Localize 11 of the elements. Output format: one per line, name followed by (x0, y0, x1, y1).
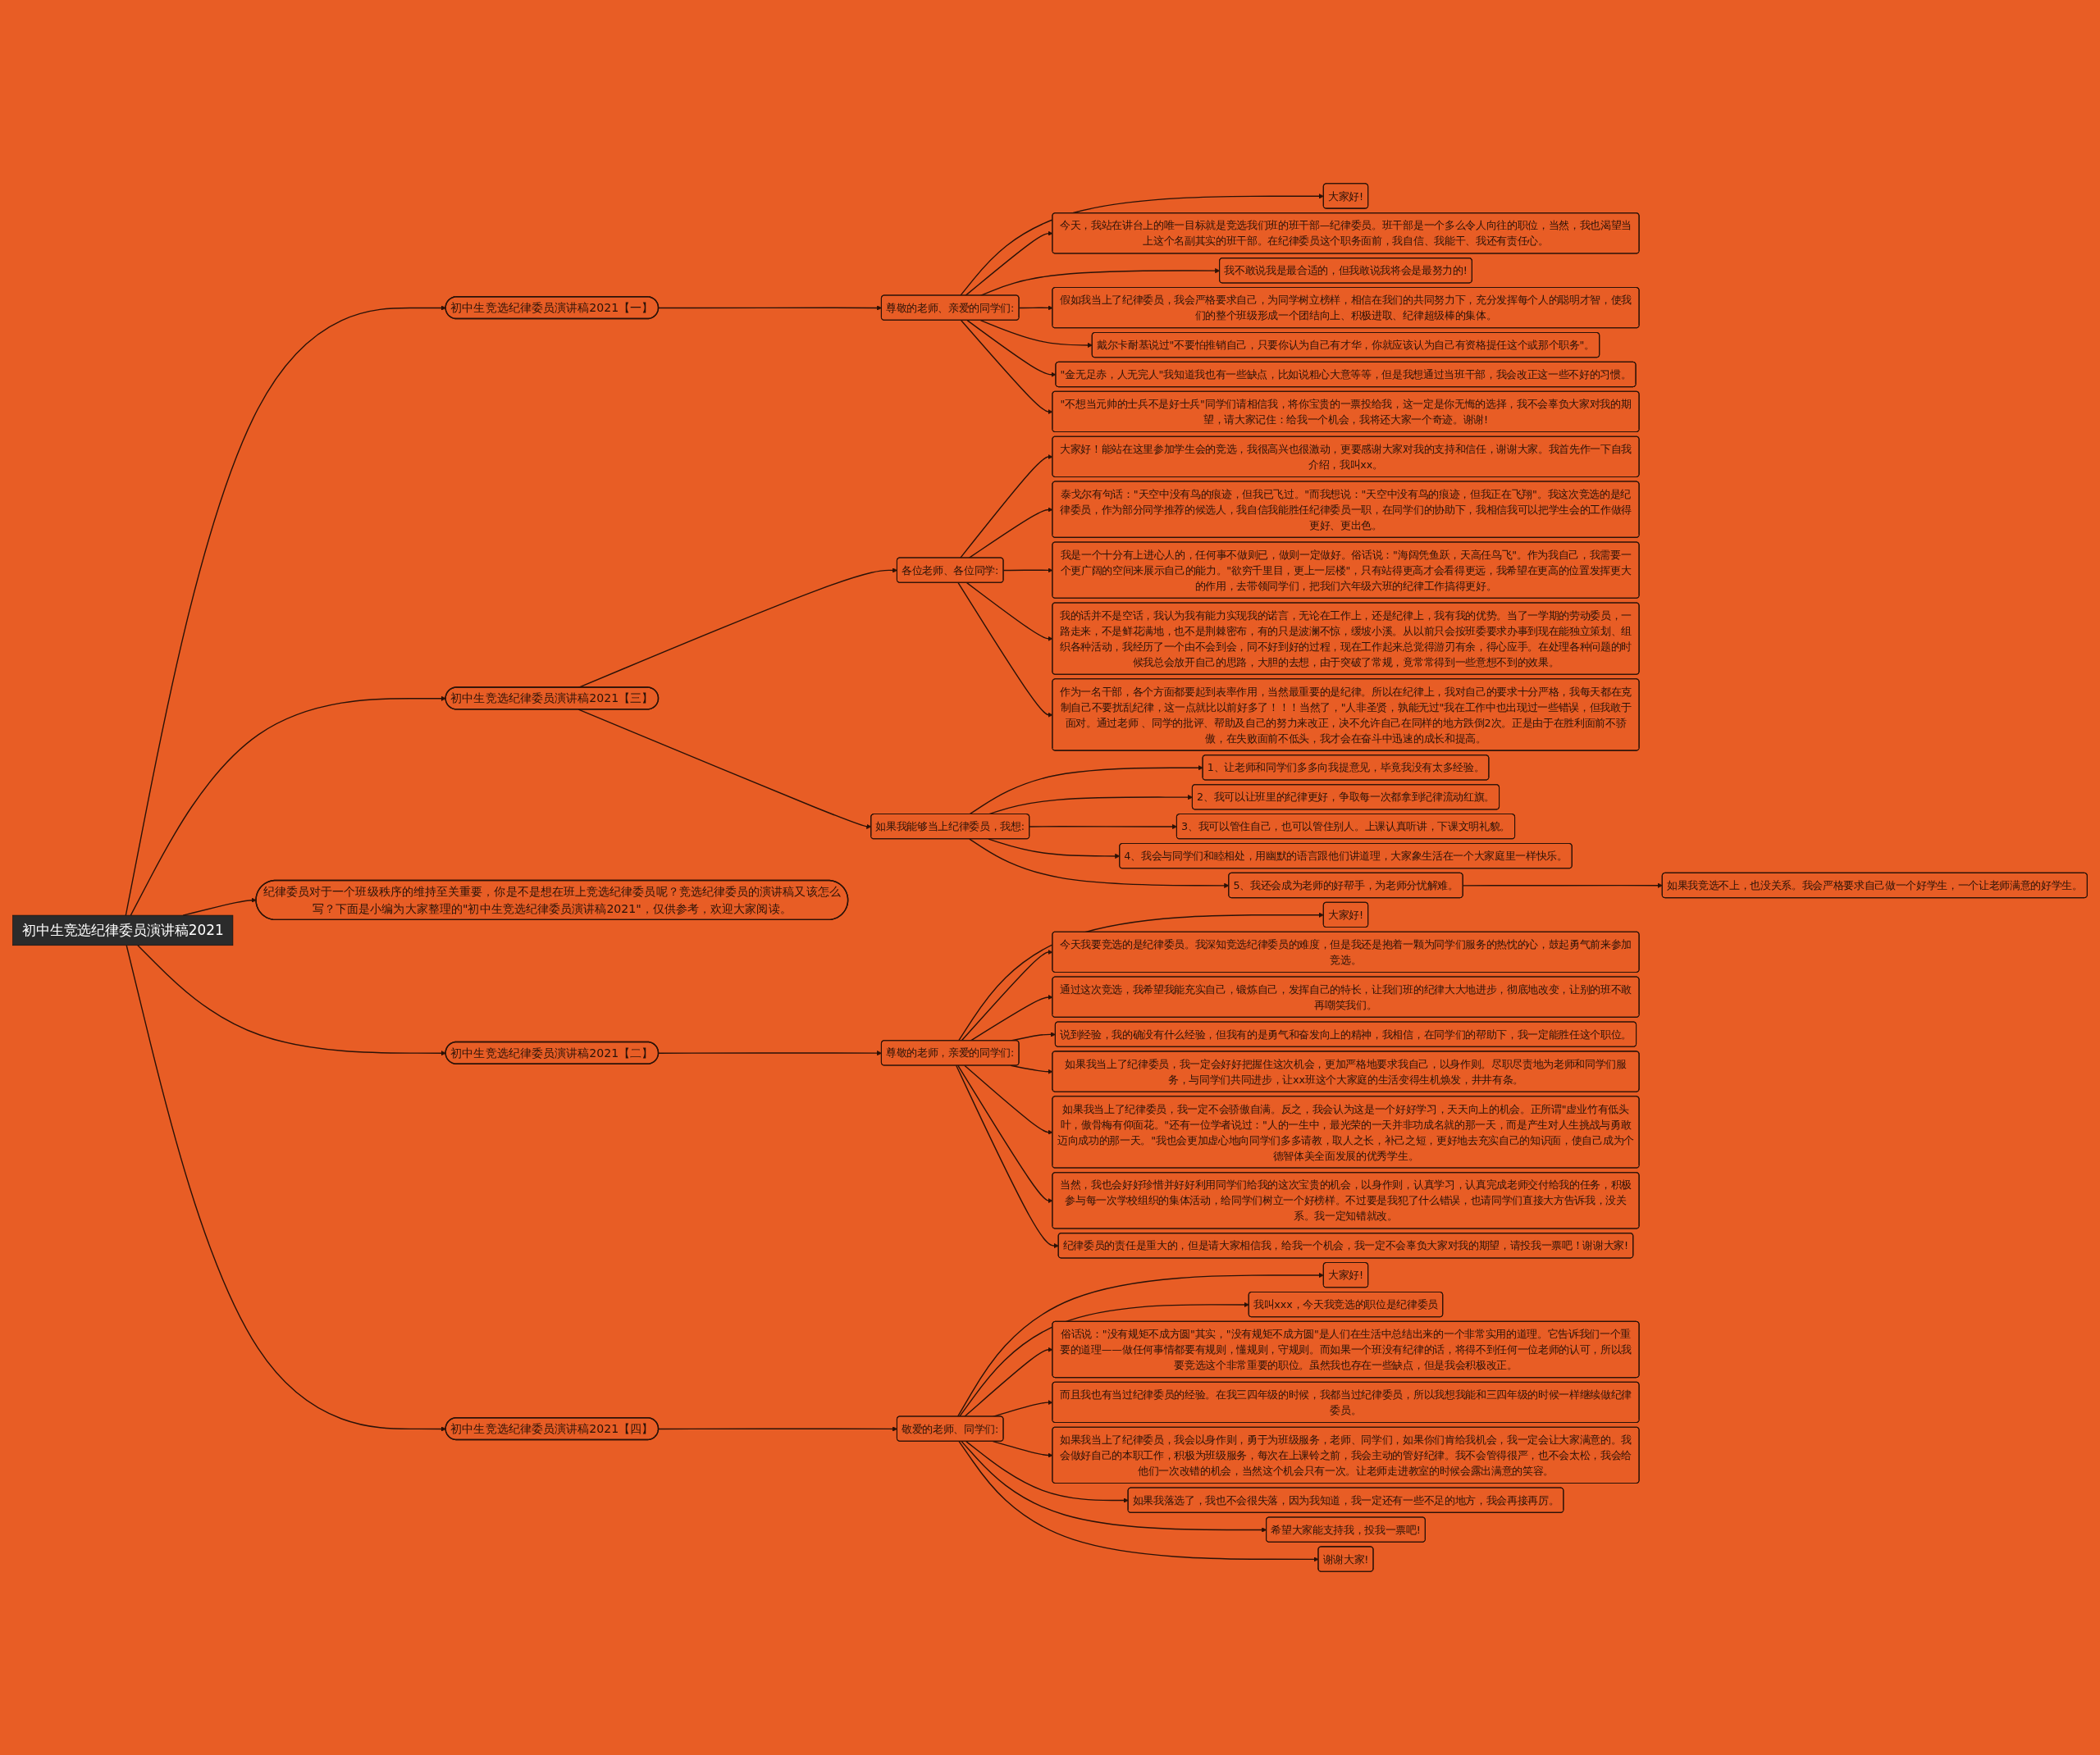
arrow (957, 912, 1324, 1042)
arrow (130, 695, 446, 916)
arrow (137, 945, 446, 1056)
arrow (956, 1064, 1059, 1249)
arrow (979, 319, 1093, 348)
node-box: 初中生竞选纪律委员演讲稿2021 (12, 914, 234, 946)
arrow (969, 765, 1203, 815)
arrow (966, 1440, 1129, 1503)
arrow (960, 194, 1324, 297)
arrow (125, 305, 446, 916)
arrow (126, 945, 446, 1432)
